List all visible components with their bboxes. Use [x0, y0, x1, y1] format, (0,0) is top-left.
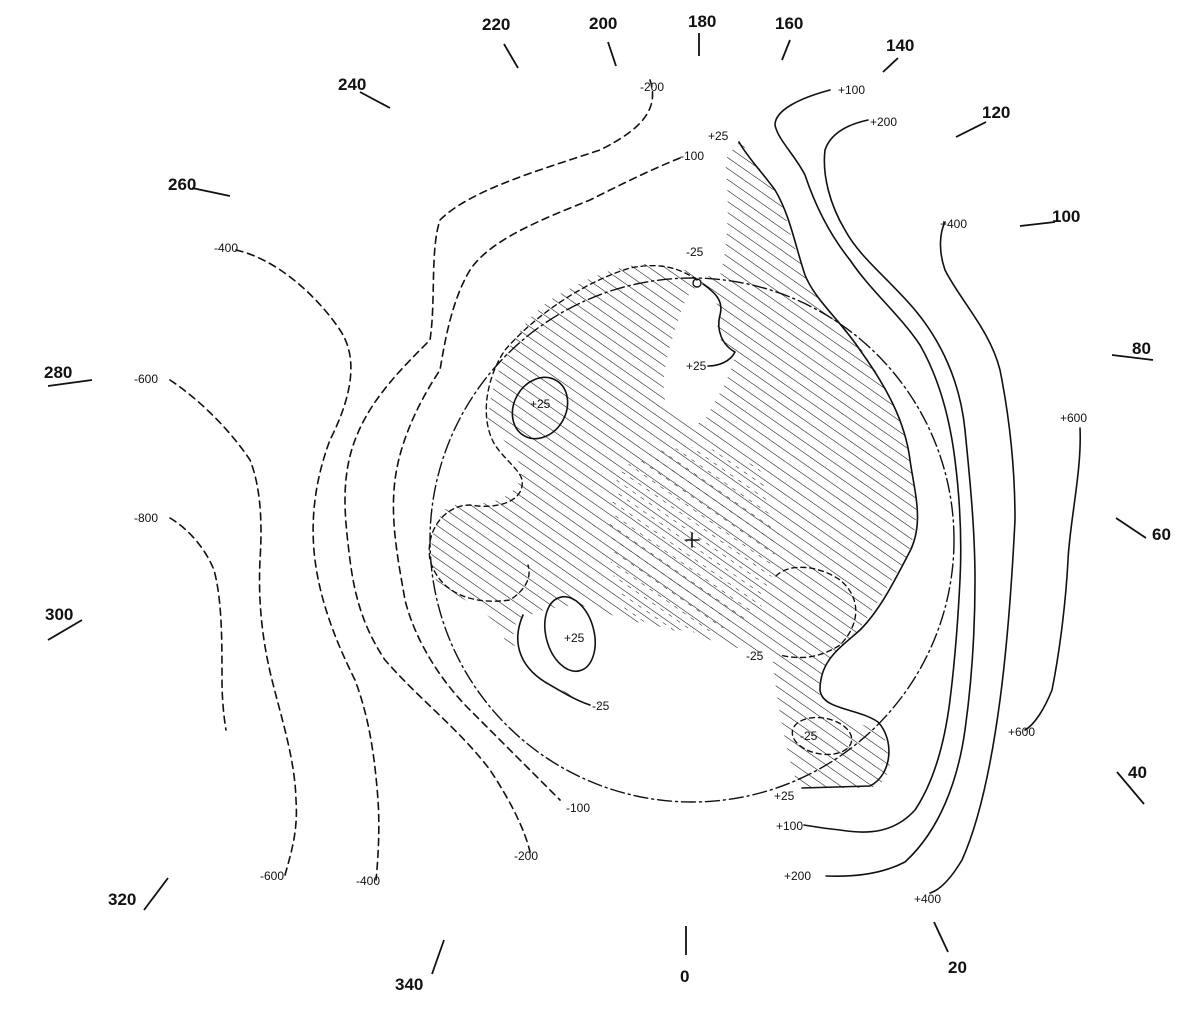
bearing-ticks [47, 33, 1154, 975]
contour-neg200 [344, 79, 654, 853]
bearing-label-220: 220 [482, 15, 510, 34]
contour-pos400 [929, 221, 1016, 894]
contour-neg25-outline [428, 265, 698, 602]
label-pos25-bottom: +25 [774, 789, 795, 803]
contour-neg800 [169, 517, 227, 731]
tick-220 [503, 43, 519, 69]
bearing-label-280: 280 [44, 363, 72, 382]
bearing-label-260: 260 [168, 175, 196, 194]
label-pos25-island-lower: +25 [564, 631, 585, 645]
bearing-label-200: 200 [589, 14, 617, 33]
tick-60 [1115, 517, 1147, 539]
tick-140 [882, 57, 899, 73]
label-pos600-bottom: +600 [1008, 725, 1035, 739]
tick-160 [781, 39, 791, 61]
bearing-label-160: 160 [775, 14, 803, 33]
bearing-label-300: 300 [45, 605, 73, 624]
label-pos100-top: +100 [838, 83, 865, 97]
contour-neg25-right [775, 566, 857, 659]
contour-pos25 [738, 141, 919, 789]
label-neg200-bottom: -200 [514, 849, 538, 863]
label-neg100-top: -100 [680, 149, 704, 163]
bearing-label-320: 320 [108, 890, 136, 909]
tick-320 [143, 877, 169, 911]
positive-inner-region [663, 285, 735, 424]
label-pos100-bottom: +100 [776, 819, 803, 833]
bearing-label-340: 340 [395, 975, 423, 994]
bearing-labels: 0 20 40 60 80 100 120 140 160 180 200 22… [44, 12, 1171, 994]
label-neg25-right: -25 [746, 649, 764, 663]
label-pos400-bottom: +400 [914, 892, 941, 906]
label-neg600-left: -600 [134, 372, 158, 386]
label-neg100-bottom: -100 [566, 801, 590, 815]
bearing-label-240: 240 [338, 75, 366, 94]
island-pos25-lower [544, 595, 596, 673]
label-pos200-top: +200 [870, 115, 897, 129]
contour-neg25-lower-left [516, 614, 591, 706]
contour-neg400 [235, 249, 380, 881]
island-neg25 [791, 716, 853, 756]
label-neg800-left: -800 [134, 511, 158, 525]
label-neg200-top: -200 [640, 80, 664, 94]
bearing-label-80: 80 [1132, 339, 1151, 358]
label-pos400-top: +400 [940, 217, 967, 231]
bearing-label-20: 20 [948, 958, 967, 977]
label-neg25-lower-left: -25 [592, 699, 610, 713]
tick-300 [47, 619, 83, 641]
label-pos25-island-upper: +25 [530, 397, 551, 411]
tick-20 [933, 921, 949, 953]
island-pos25-upper [511, 376, 569, 440]
bearing-label-0: 0 [680, 967, 689, 986]
hatched-region [431, 140, 917, 796]
contour-pos200 [823, 119, 976, 878]
tick-240 [359, 91, 391, 109]
label-pos25-inner: +25 [686, 359, 707, 373]
tick-40 [1116, 771, 1145, 805]
bearing-label-140: 140 [886, 36, 914, 55]
label-neg400-left: -400 [214, 241, 238, 255]
bearing-label-120: 120 [982, 103, 1010, 122]
label-pos200-bottom: +200 [784, 869, 811, 883]
contour-neg600 [169, 379, 298, 876]
contour-pos25-inner [702, 283, 736, 367]
label-pos600-right: +600 [1060, 411, 1087, 425]
label-neg400-bottom: -400 [356, 874, 380, 888]
label-pos25-top: +25 [708, 129, 729, 143]
contour-pos600 [1024, 427, 1082, 731]
circle-top-marker [692, 278, 702, 288]
tick-80 [1111, 354, 1154, 361]
center-cross [685, 532, 700, 548]
label-neg600-bottom: -600 [260, 869, 284, 883]
tick-120 [955, 121, 987, 138]
bearing-label-40: 40 [1128, 763, 1147, 782]
contour-pos100 [774, 89, 962, 833]
contour-neg100 [392, 157, 681, 801]
tick-340 [431, 939, 445, 975]
bearing-label-180: 180 [688, 12, 716, 31]
contour-labels: -200 -100 -400 -600 -800 -100 -200 -400 … [134, 80, 1087, 906]
bearing-label-100: 100 [1052, 207, 1080, 226]
tick-200 [607, 41, 617, 67]
tick-260 [191, 187, 231, 197]
bearing-label-60: 60 [1152, 525, 1171, 544]
tick-100 [1019, 221, 1056, 227]
tick-280 [47, 379, 93, 387]
label-neg25-top: -25 [686, 245, 704, 259]
positive-lower-region [599, 705, 800, 796]
label-neg25-island: -25 [800, 729, 818, 743]
